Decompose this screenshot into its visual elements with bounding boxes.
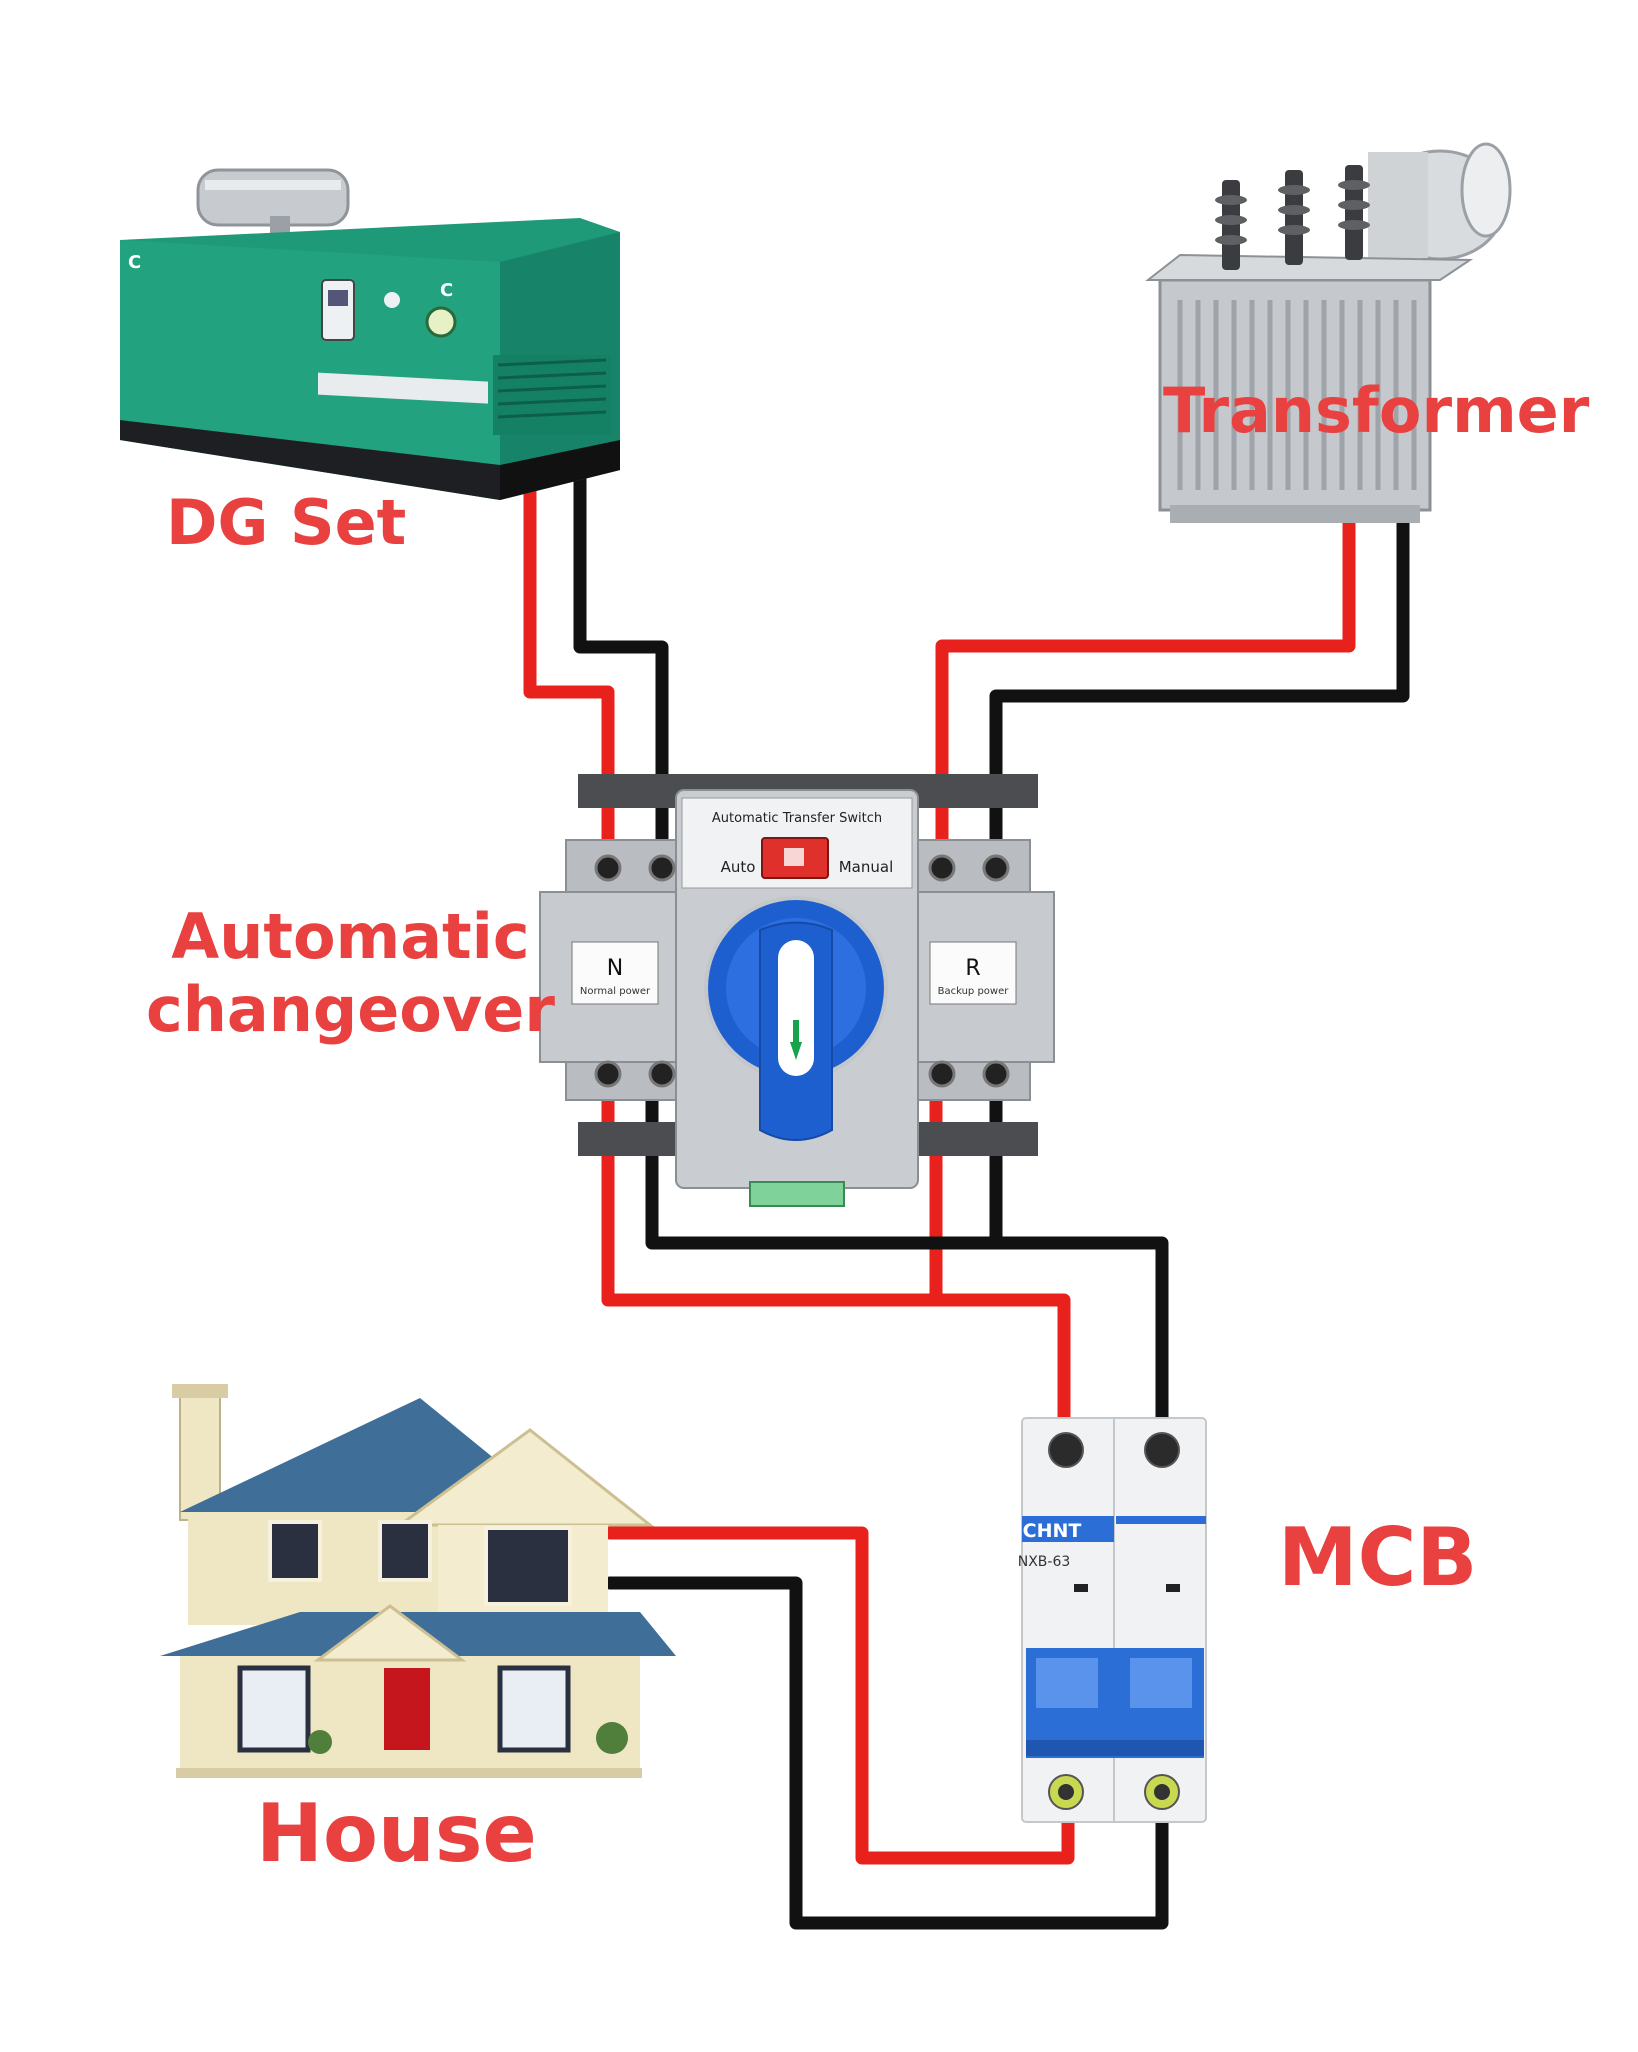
ats-right-tag: R [965,956,980,981]
automatic-changeover-label: Automatic changeover [146,900,555,1046]
svg-text:C: C [128,252,141,273]
mcb-brand: CHNT [1023,1520,1082,1542]
mcb-label: MCB [1278,1511,1478,1604]
svg-text:C: C [440,280,453,301]
ats-out-neutral-wire [645,1073,1169,1452]
house [160,1384,676,1778]
automatic-changeover-line2: changeover [146,973,555,1047]
house-phase-wire [603,1526,1075,1865]
mcb-model: NXB-63 [1018,1554,1071,1570]
automatic-changeover-line1: Automatic [171,900,530,973]
ats-right-tag-sub: Backup power [938,986,1010,997]
dg-set: C C [120,168,620,500]
ats-mode-auto: Auto [721,858,756,876]
mcb: CHNT NXB-63 [1018,1417,1207,1823]
ats-left-tag: N [607,956,623,981]
transformer [1145,142,1512,523]
ats-out-phase-wire [601,1073,1071,1452]
dg-neutral-wire [573,455,669,873]
transformer-label: Transformer [1163,374,1590,447]
automatic-transfer-switch: Automatic Transfer Switch Auto Manual N … [539,774,1055,1207]
dg-set-label: DG Set [166,486,407,559]
ats-left-tag-sub: Normal power [580,986,651,997]
ats-plate-text: Automatic Transfer Switch [712,811,882,826]
wires [523,453,1410,1930]
ats-mode-manual: Manual [839,858,894,876]
house-neutral-wire [603,1576,1169,1930]
transformer-phase-wire [935,453,1356,873]
house-label: House [256,1787,537,1880]
